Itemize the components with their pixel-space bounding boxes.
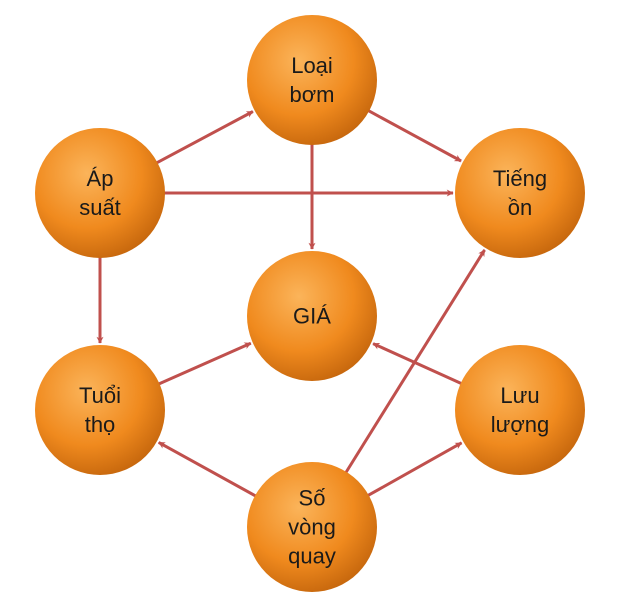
node-circle-luu-luong	[455, 345, 585, 475]
node-label-gia-line-0: GIÁ	[293, 304, 331, 329]
arrow-so-vong-quay-to-luu-luong	[366, 441, 463, 498]
node-label-loai-bom-line-0: Loại	[291, 53, 333, 78]
node-label-luu-luong-line-1: lượng	[491, 412, 550, 437]
node-label-tieng-on-line-0: Tiếng	[493, 166, 547, 191]
node-label-tuoi-tho-line-0: Tuổi	[79, 383, 121, 408]
node-tuoi-tho: Tuổi thọ	[35, 345, 165, 475]
arrow-loai-bom-to-tieng-on	[366, 108, 462, 163]
arrow-ap-suat-to-loai-bom	[154, 110, 254, 165]
node-so-vong-quay: Số vòng quay	[247, 462, 377, 592]
node-label-tieng-on-line-1: ồn	[508, 195, 532, 220]
node-label-so-vong-quay-line-2: quay	[288, 544, 336, 569]
node-circle-gia	[247, 251, 377, 381]
node-circle-so-vong-quay	[247, 462, 377, 592]
arrow-so-vong-quay-to-tieng-on	[344, 249, 486, 475]
node-label-tuoi-tho-line-1: thọ	[85, 412, 116, 437]
arrow-tuoi-tho-to-gia	[156, 341, 252, 386]
node-loai-bom: Loại bơm	[247, 15, 377, 145]
node-label-so-vong-quay-line-0: Số	[299, 486, 326, 511]
node-luu-luong: Lưu lượng	[455, 345, 585, 475]
arrow-so-vong-quay-to-tuoi-tho	[157, 441, 258, 498]
node-circle-loai-bom	[247, 15, 377, 145]
node-tieng-on: Tiếng ồn	[455, 128, 585, 258]
node-label-ap-suat-line-0: Áp	[87, 166, 114, 191]
node-label-loai-bom-line-1: bơm	[290, 82, 335, 107]
node-circle-ap-suat	[35, 128, 165, 258]
node-label-so-vong-quay-line-1: vòng	[288, 515, 336, 540]
arrow-luu-luong-to-gia	[372, 342, 464, 386]
node-ap-suat: Áp suất	[35, 128, 165, 258]
node-label-ap-suat-line-1: suất	[79, 195, 121, 220]
node-gia: GIÁ	[247, 251, 377, 381]
node-circle-tieng-on	[455, 128, 585, 258]
edges	[96, 108, 486, 498]
node-label-luu-luong-line-0: Lưu	[500, 383, 539, 408]
node-circle-tuoi-tho	[35, 345, 165, 475]
